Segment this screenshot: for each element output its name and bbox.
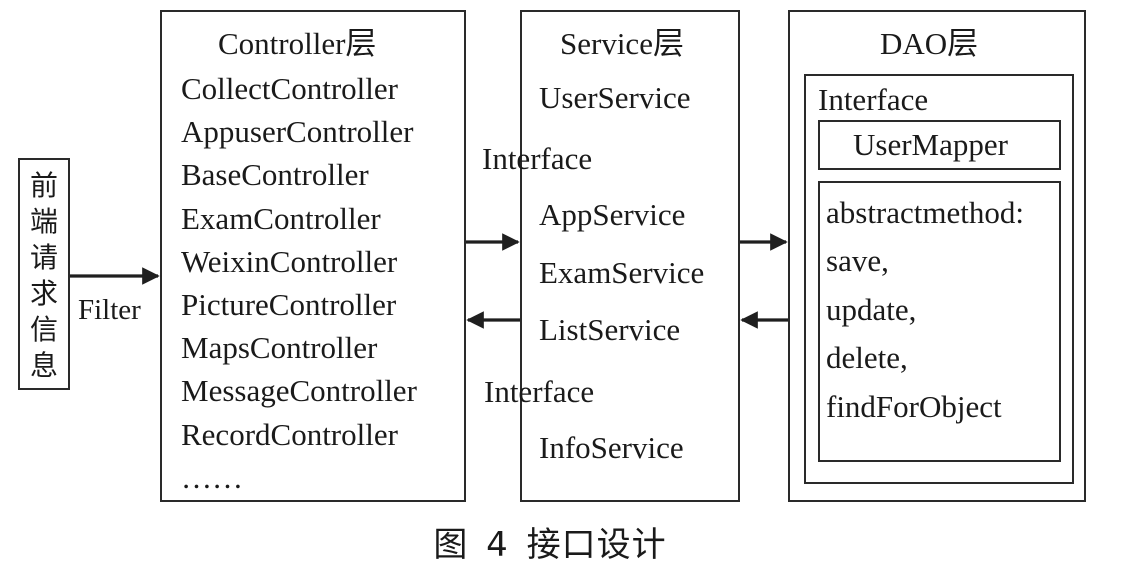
- dao-layer-box: [788, 10, 1086, 502]
- controller-layer-title: Controller层: [218, 26, 377, 61]
- filter-label: Filter: [78, 294, 141, 326]
- request-box: 前 端 请 求 信 息: [18, 158, 70, 390]
- service-layer-box: [520, 10, 740, 502]
- controller-item: RecordController: [181, 416, 398, 452]
- service-item-user: UserService: [539, 80, 691, 115]
- controller-layer-box: [160, 10, 466, 502]
- controller-item: MessageController: [181, 373, 417, 409]
- controller-ellipsis: ……: [181, 459, 243, 495]
- service-item-info: InfoService: [539, 430, 684, 465]
- service-item-list: ListService: [539, 312, 681, 347]
- user-mapper-box: [818, 120, 1061, 170]
- controller-item: CollectController: [181, 71, 398, 106]
- method-item: save,: [826, 243, 889, 279]
- service-layer-title: Service层: [560, 26, 684, 61]
- methods-list: abstractmethod: save, update, delete, fi…: [826, 195, 1024, 438]
- service-item-app: AppService: [539, 197, 686, 232]
- method-item: findForObject: [826, 388, 1002, 424]
- dao-layer-title: DAO层: [880, 26, 979, 61]
- service-item-exam: ExamService: [539, 255, 705, 290]
- dao-interface-box: [804, 74, 1074, 484]
- user-mapper-label: UserMapper: [853, 127, 1008, 162]
- figure-caption: 图 4 接口设计: [433, 525, 667, 565]
- controller-item: ExamController: [181, 200, 381, 236]
- controller-list: CollectController AppuserController Base…: [181, 71, 417, 504]
- controller-item: MapsController: [181, 330, 378, 366]
- method-item: update,: [826, 291, 917, 327]
- controller-item: BaseController: [181, 157, 369, 193]
- controller-item: AppuserController: [181, 114, 414, 150]
- service-interface-label-top: Interface: [482, 141, 593, 176]
- method-item: abstractmethod:: [826, 195, 1024, 230]
- methods-box: [818, 181, 1061, 462]
- service-interface-label-bottom: Interface: [484, 374, 595, 409]
- controller-item: PictureController: [181, 286, 397, 322]
- request-label: 前 端 请 求 信 息: [29, 169, 58, 382]
- controller-item: WeixinController: [181, 243, 398, 279]
- method-item: delete,: [826, 340, 908, 376]
- dao-interface-label: Interface: [818, 82, 929, 117]
